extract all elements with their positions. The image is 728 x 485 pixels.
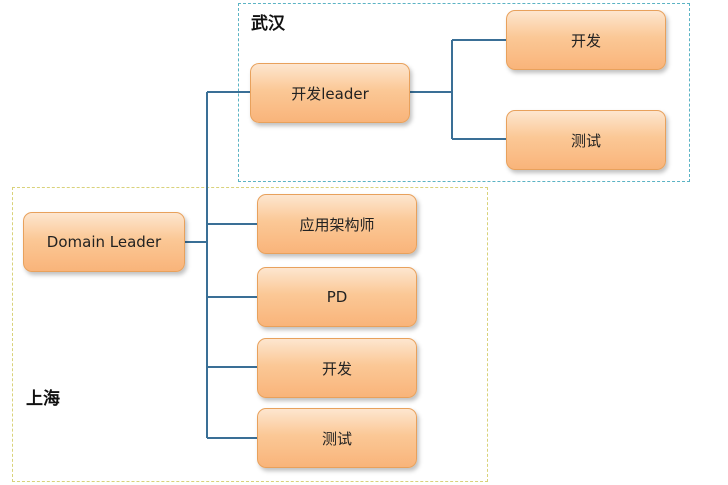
region-shanghai bbox=[12, 187, 488, 482]
node-dev-leader: 开发leader bbox=[250, 63, 410, 123]
node-wuhan-test: 测试 bbox=[506, 110, 666, 170]
node-domain-leader: Domain Leader bbox=[23, 212, 185, 272]
node-shanghai-dev: 开发 bbox=[257, 338, 417, 398]
node-wuhan-dev: 开发 bbox=[506, 10, 666, 70]
region-label-shanghai: 上海 bbox=[26, 389, 60, 409]
node-shanghai-test: 测试 bbox=[257, 408, 417, 468]
node-architect: 应用架构师 bbox=[257, 194, 417, 254]
region-label-wuhan: 武汉 bbox=[251, 14, 285, 34]
node-pd: PD bbox=[257, 267, 417, 327]
